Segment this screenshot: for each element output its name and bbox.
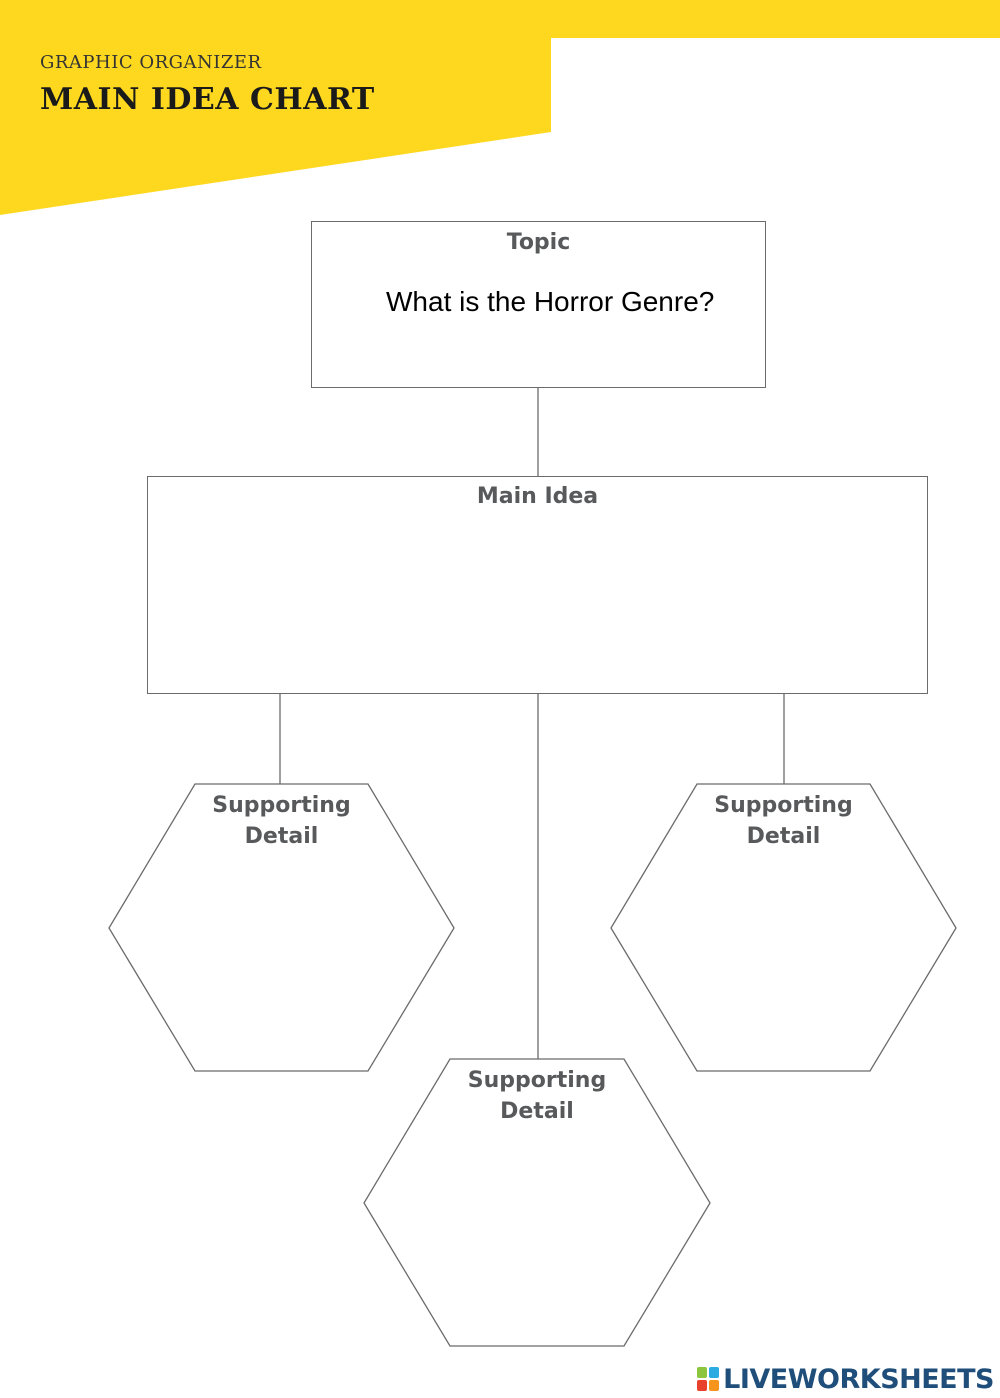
logo-square-v	[697, 1380, 708, 1391]
liveworksheets-logo-icon	[697, 1367, 720, 1391]
brand-name: LIVEWORKSHEETS	[723, 1363, 994, 1395]
supporting-detail-hexagon-3	[610, 783, 957, 1072]
header-subtitle: GRAPHIC ORGANIZER	[40, 52, 262, 73]
page-title: MAIN IDEA CHART	[40, 82, 375, 117]
header-band	[0, 0, 1000, 215]
logo-square-i	[709, 1367, 720, 1378]
topic-label: Topic	[506, 230, 571, 255]
supporting-detail-label-3: Supporting Detail	[714, 793, 853, 849]
logo-square-l	[697, 1367, 708, 1378]
topic-answer[interactable]: What is the Horror Genre?	[386, 286, 715, 317]
logo-square-e	[709, 1380, 720, 1391]
supporting-detail-answer-3[interactable]	[662, 870, 906, 1030]
supporting-detail-answer-2[interactable]	[415, 1145, 659, 1305]
supporting-detail-label-2: Supporting Detail	[467, 1068, 607, 1124]
supporting-detail-hexagon-2	[363, 1058, 711, 1347]
main-idea-label: Main Idea	[476, 484, 599, 509]
supporting-detail-hexagon-1	[108, 783, 455, 1072]
supporting-detail-answer-1[interactable]	[160, 870, 404, 1030]
supporting-detail-label-1: Supporting Detail	[212, 793, 351, 849]
topic-box[interactable]: Topic What is the Horror Genre?	[311, 221, 766, 388]
main-idea-answer[interactable]	[188, 537, 887, 673]
main-idea-box[interactable]: Main Idea	[147, 476, 928, 694]
liveworksheets-brand: LIVEWORKSHEETS	[697, 1363, 994, 1395]
